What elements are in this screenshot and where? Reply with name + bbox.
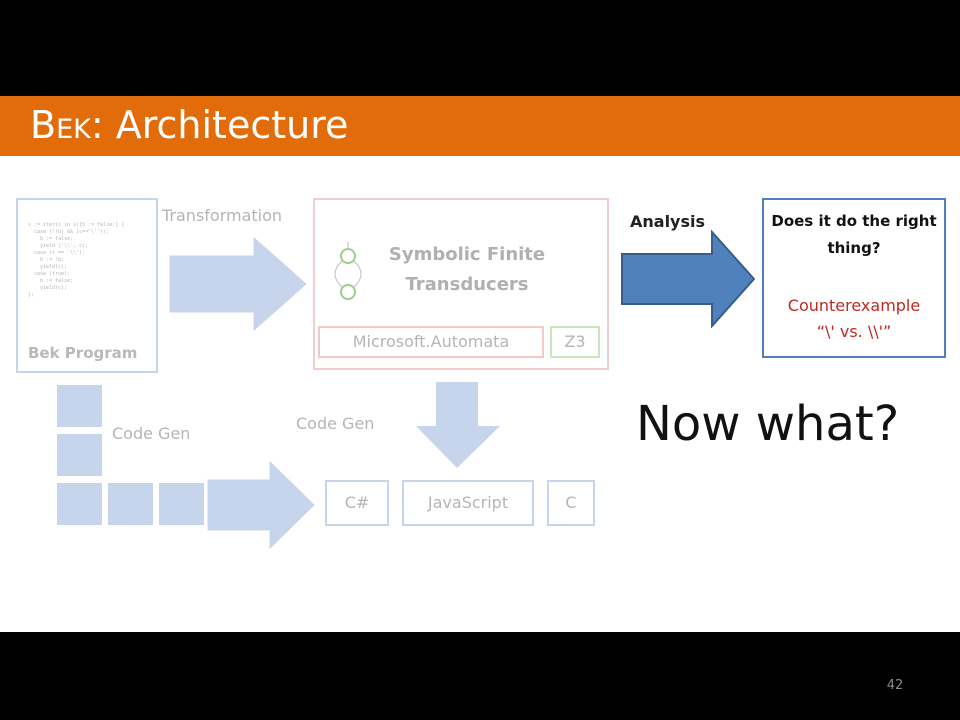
automaton-edge-2	[353, 260, 362, 288]
block-square	[57, 434, 102, 476]
block-square	[57, 483, 102, 525]
bek-code-line: case (true):	[28, 271, 71, 277]
question-box	[762, 198, 946, 358]
bek-code-line: yield(c);	[28, 285, 68, 291]
bek-code-line: };	[28, 292, 35, 298]
transformation-arrow	[169, 236, 307, 332]
bek-code-line: case (!(b) && (c=='\'')):	[28, 229, 110, 235]
output-c-box	[547, 480, 595, 526]
counterexample-label: Counterexample	[787, 296, 921, 315]
title-bar	[0, 96, 960, 156]
output-csharp-label: C#	[344, 493, 370, 512]
automaton-state-2	[340, 284, 356, 300]
slide-title: BEK: Architecture	[30, 100, 348, 155]
bek-program-box: s := iter(c in s)[b := false;] { case (!…	[16, 198, 158, 373]
sft-title: Symbolic Finite Transducers	[388, 244, 546, 295]
code-gen-label-center: Code Gen	[296, 414, 375, 433]
block-square	[108, 483, 153, 525]
code-gen-label-left: Code Gen	[112, 424, 191, 443]
output-c-label: C	[565, 493, 577, 512]
now-what-text: Now what?	[636, 396, 900, 452]
code-gen-arrow	[207, 460, 315, 550]
title-rest: : Architecture	[90, 103, 349, 147]
sft-down-arrow	[416, 382, 500, 468]
page-number: 42	[886, 678, 904, 693]
title-first-letter: B	[30, 103, 57, 147]
automaton-edge-1	[334, 260, 343, 288]
bek-code-line: s := iter(c in s)[b := false;] {	[28, 222, 125, 228]
bek-code-line: yield(c);	[28, 264, 68, 270]
microsoft-automata-label: Microsoft.Automata	[352, 332, 510, 351]
output-javascript-label: JavaScript	[427, 493, 509, 512]
block-square	[57, 385, 102, 427]
title-smallcaps: EK	[56, 114, 91, 145]
bek-code-snippet: s := iter(c in s)[b := false;] { case (!…	[28, 222, 148, 299]
output-csharp-box	[325, 480, 389, 526]
output-javascript-box	[402, 480, 534, 526]
block-square	[159, 483, 204, 525]
automaton-state-1	[340, 248, 356, 264]
bek-code-line: b := false;	[28, 278, 74, 284]
analysis-label: Analysis	[630, 212, 706, 231]
bek-program-label: Bek Program	[28, 344, 138, 362]
z3-label: Z3	[564, 332, 586, 351]
bek-code-line: b := false;	[28, 236, 74, 242]
question-text: Does it do the right thing?	[771, 212, 937, 257]
microsoft-automata-box	[318, 326, 544, 358]
analysis-arrow	[621, 230, 756, 328]
bek-code-line: yield ('\\', c);	[28, 243, 89, 249]
bek-code-line: b := !b;	[28, 257, 65, 263]
counterexample-value: “\' vs. \\'”	[816, 322, 892, 341]
transformation-label: Transformation	[162, 206, 283, 225]
bek-code-line: case (c == '\\'):	[28, 250, 86, 256]
z3-box	[550, 326, 600, 358]
automaton-icon	[334, 242, 362, 300]
